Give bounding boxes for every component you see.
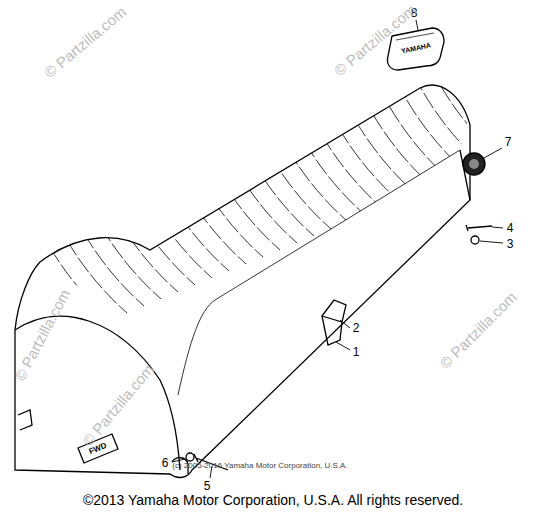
callout-number: 4 bbox=[507, 222, 514, 234]
callout-number: 1 bbox=[353, 346, 360, 358]
callout-number: 7 bbox=[505, 136, 512, 148]
bracket-1-2 bbox=[322, 300, 346, 345]
screw-4 bbox=[466, 225, 492, 231]
seat-front-latch bbox=[18, 410, 32, 430]
leader-lines bbox=[172, 20, 503, 478]
callout-number: 6 bbox=[162, 457, 169, 469]
seat-outline bbox=[15, 85, 470, 477]
badge-7 bbox=[463, 153, 485, 175]
callout-number: 2 bbox=[353, 322, 360, 334]
watermark: © Partzilla.com bbox=[80, 361, 156, 448]
watermark: © Partzilla.com bbox=[41, 4, 128, 80]
emblem-text: YAMAHA bbox=[401, 41, 432, 54]
nut-3 bbox=[471, 236, 479, 244]
washer-6 bbox=[186, 453, 194, 461]
emblem-8-face bbox=[396, 33, 434, 40]
callout-number: 3 bbox=[507, 238, 514, 250]
emblem-8 bbox=[387, 28, 444, 70]
watermark: © Partzilla.com bbox=[331, 2, 418, 78]
watermark: © Partzilla.com bbox=[437, 289, 519, 371]
seat-side-crease bbox=[178, 150, 460, 395]
caption: ©2013 Yamaha Motor Corporation, U.S.A. A… bbox=[83, 493, 463, 507]
callout-number: 5 bbox=[204, 480, 211, 492]
copyright-note: (c) 2005-2016 Yamaha Motor Corporation, … bbox=[172, 462, 347, 470]
